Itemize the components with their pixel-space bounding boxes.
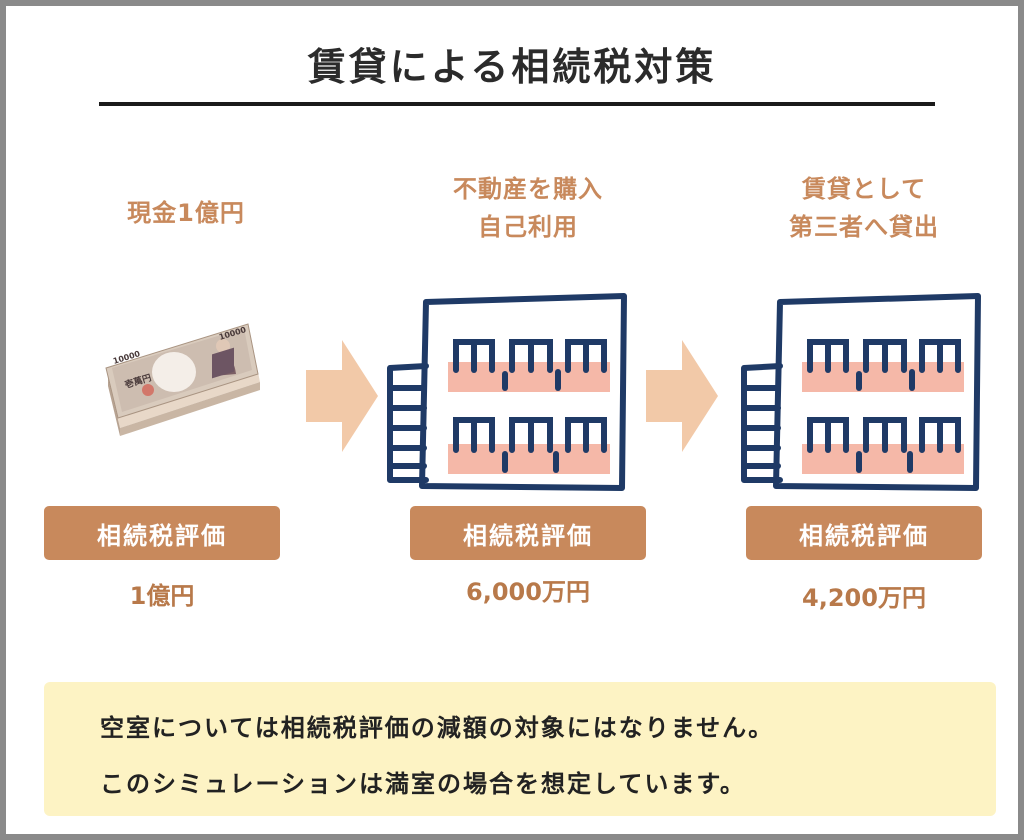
eval-value-3: 4,200万円 — [802, 584, 926, 612]
column-1-heading-line-1: 現金1億円 — [127, 199, 245, 227]
page-title: 賃貸による相続税対策 — [307, 45, 717, 89]
column-3-heading-line-1: 賃貸として — [801, 175, 927, 203]
eval-value-1: 1億円 — [129, 582, 195, 610]
note-box: 空室については相続税評価の減額の対象にはなりません。 このシミュレーションは満室… — [44, 682, 996, 816]
title-underline — [99, 102, 935, 106]
column-3-heading-line-2: 第三者へ貸出 — [789, 213, 939, 241]
arrow-right-icon-2 — [646, 340, 718, 452]
column-3-heading: 賃貸として 第三者へ貸出 — [746, 170, 982, 246]
note-line-1: 空室については相続税評価の減額の対象にはなりません。 — [100, 714, 775, 742]
banknote-icon: 10000 10000 壱萬円 — [105, 323, 260, 436]
column-2-heading-line-1: 不動産を購入 — [453, 175, 603, 203]
column-2-heading-line-2: 自己利用 — [478, 213, 578, 241]
diagram-frame: 賃貸による相続税対策 現金1億円 不動産を購入 自己利用 賃貸として 第三者へ貸… — [6, 6, 1018, 834]
building-icon-1 — [387, 293, 627, 491]
eval-value-2: 6,000万円 — [466, 578, 590, 606]
column-2-heading: 不動産を購入 自己利用 — [410, 170, 646, 246]
eval-label-2: 相続税評価 — [410, 506, 646, 560]
eval-label-1: 相続税評価 — [44, 506, 280, 560]
note-line-2: このシミュレーションは満室の場合を想定しています。 — [100, 770, 746, 798]
column-1-heading: 現金1億円 — [68, 194, 304, 232]
arrow-right-icon-1 — [306, 340, 378, 452]
building-icon-2 — [741, 293, 981, 491]
eval-label-3: 相続税評価 — [746, 506, 982, 560]
